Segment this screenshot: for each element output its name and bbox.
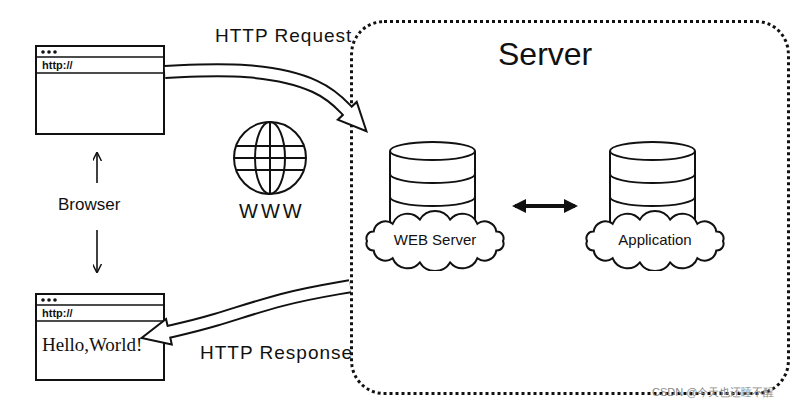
window-dot	[41, 50, 45, 54]
node-label: Application	[575, 232, 735, 249]
address-bar-line	[37, 72, 163, 74]
page-content: Hello,World!	[42, 335, 142, 356]
globe-outline	[234, 122, 306, 194]
connector-group	[165, 286, 350, 332]
cylinder-band	[610, 174, 695, 183]
cylinder-top	[610, 142, 695, 160]
www-label: WWW	[239, 200, 305, 222]
browser-window: http:// Hello,World!	[35, 293, 165, 381]
window-dot	[41, 298, 45, 302]
connector-group	[165, 70, 350, 113]
cylinder-band	[610, 197, 695, 206]
arrow-fill	[165, 286, 350, 332]
connector-group	[515, 206, 575, 207]
server-illustration	[355, 141, 515, 271]
pointer-arrow	[96, 153, 98, 183]
globe-icon	[234, 122, 306, 194]
globe-parallel	[236, 145, 304, 147]
cylinder-band	[390, 174, 475, 183]
url-text: http://	[42, 59, 73, 71]
title-bar-line	[37, 56, 163, 58]
browser-window: http://	[35, 45, 165, 135]
globe-parallel	[234, 157, 306, 159]
edge-label: HTTP Response	[200, 343, 353, 364]
window-dot	[53, 50, 57, 54]
server-title: Server	[498, 37, 592, 72]
address-bar-line	[37, 320, 163, 322]
window-dot	[53, 298, 57, 302]
bidirectional-arrow	[515, 204, 575, 208]
window-dot	[47, 298, 51, 302]
http-response-arrow	[165, 286, 350, 332]
cylinder-band	[390, 197, 475, 206]
pointer-arrow	[96, 230, 98, 272]
arrow-fill	[165, 70, 350, 113]
server-illustration	[575, 141, 735, 271]
http-request-arrow	[165, 70, 350, 113]
application-node: Application	[575, 141, 735, 271]
browser-label: Browser	[58, 196, 120, 215]
node-label: WEB Server	[355, 232, 515, 249]
watermark: CSDN @今天也还睡不醒	[652, 386, 774, 398]
url-text: http://	[42, 307, 73, 319]
title-bar-line	[37, 304, 163, 306]
cylinder-top	[390, 142, 475, 160]
window-dot	[47, 50, 51, 54]
web-server-node: WEB Server	[355, 141, 515, 271]
edge-label: HTTP Request	[215, 26, 352, 47]
globe-parallel	[236, 169, 304, 171]
